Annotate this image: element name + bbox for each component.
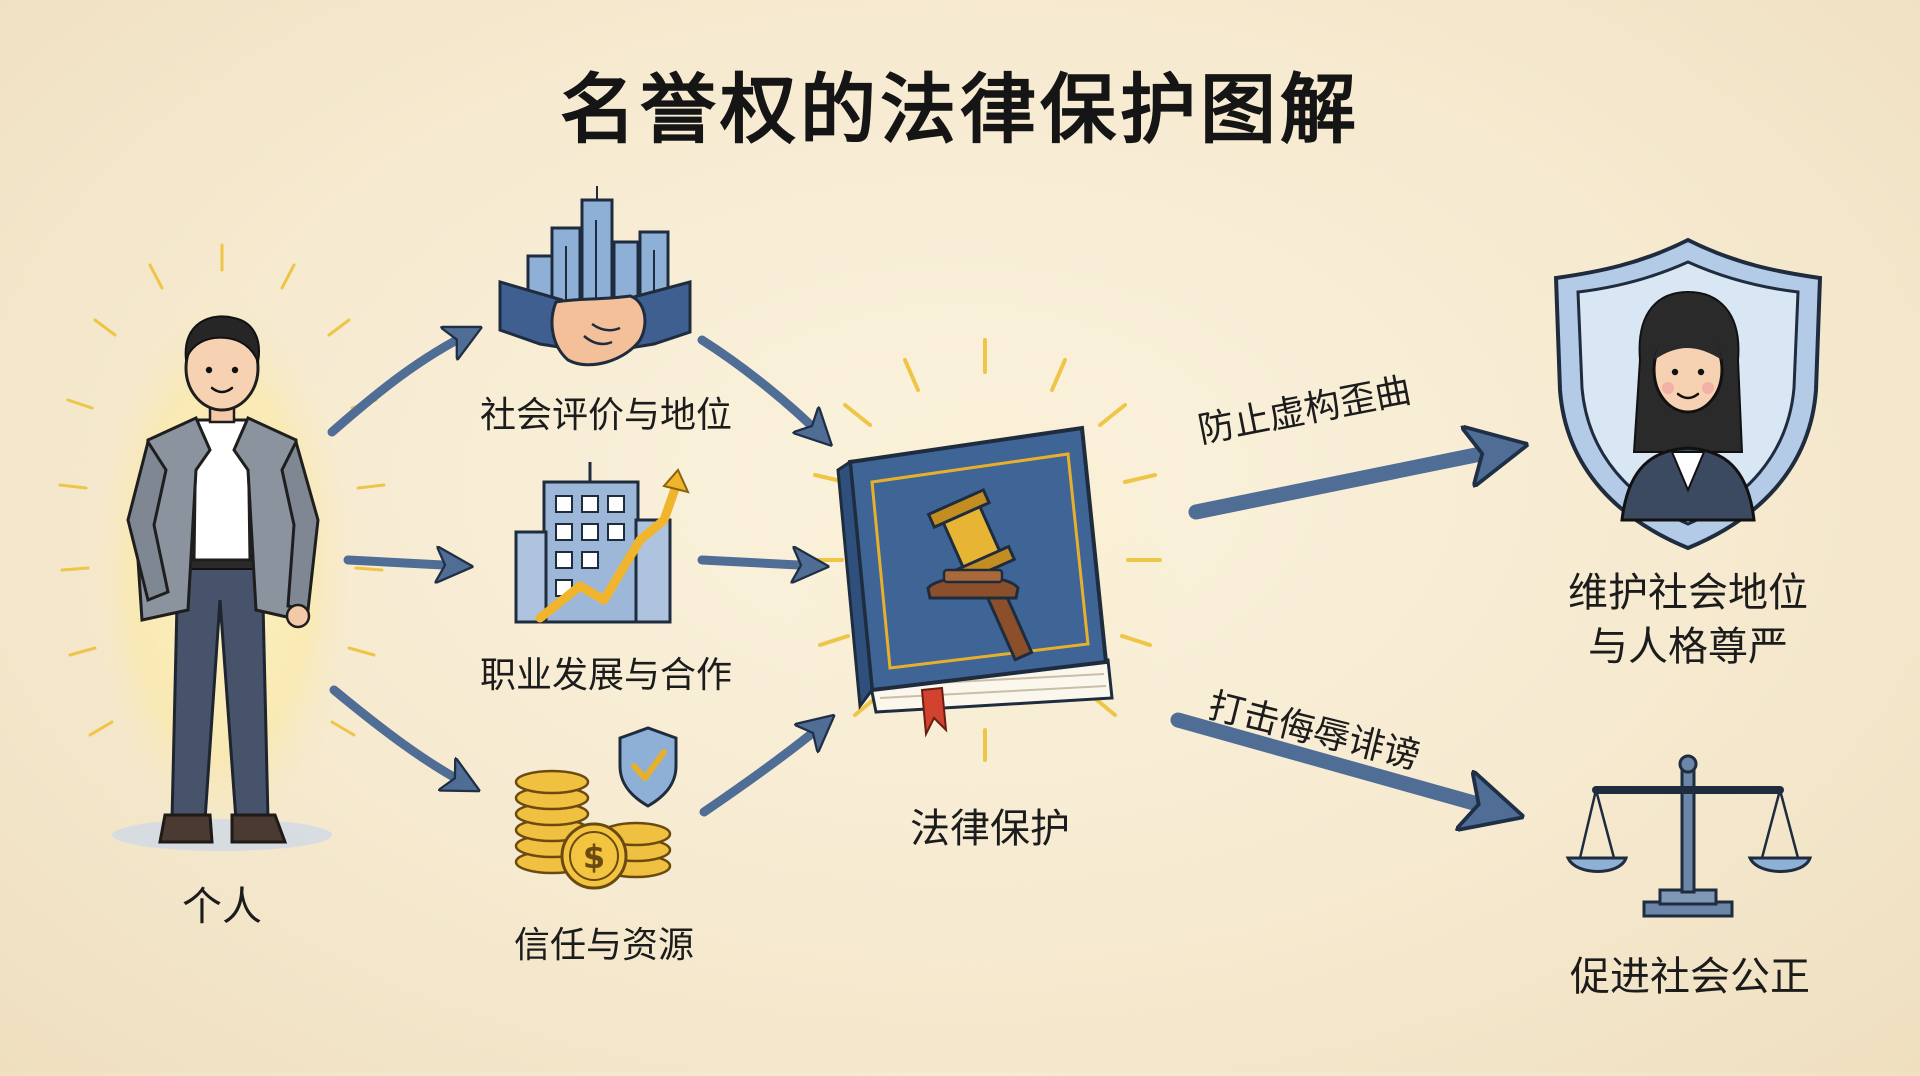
coins-shield-icon: $ <box>514 726 678 890</box>
node-label-career: 职业发展与合作 <box>479 655 733 696</box>
arrow-social-to-law <box>697 335 824 438</box>
law-book-gavel-icon <box>785 338 1185 765</box>
arrow-law-to-dignity <box>1188 448 1510 520</box>
arrow-trust-to-law <box>699 722 826 817</box>
node-label-social-evaluation: 社会评价与地位 <box>479 395 733 436</box>
flow-arrows <box>327 332 826 817</box>
scales-of-justice-icon <box>1565 754 1813 918</box>
page-title: 名誉权的法律保护图解 <box>560 65 1360 154</box>
node-label-trust: 信任与资源 <box>513 925 695 966</box>
person-figure <box>58 243 386 860</box>
arrow-law-to-justice <box>1170 712 1506 812</box>
svg-text:$: $ <box>583 838 605 876</box>
handshake-city-icon <box>498 186 692 367</box>
node-label-dignity-line2: 与人格尊严 <box>1588 624 1788 670</box>
arrow-person-to-social <box>327 332 472 437</box>
arrow-career-to-law <box>697 560 818 566</box>
node-label-law: 法律保护 <box>910 806 1070 852</box>
node-label-dignity-line1: 维护社会地位 <box>1568 570 1808 616</box>
node-label-justice: 促进社会公正 <box>1570 954 1810 1000</box>
outcome-arrows <box>1170 448 1510 812</box>
node-label-dignity: 维护社会地位 与人格尊严 <box>1568 566 1808 674</box>
building-growth-chart-icon <box>514 462 690 624</box>
arrow-person-to-trust <box>329 685 470 786</box>
shield-woman-icon <box>1553 237 1823 551</box>
arrow-person-to-career <box>343 560 462 566</box>
node-label-person: 个人 <box>182 884 262 930</box>
